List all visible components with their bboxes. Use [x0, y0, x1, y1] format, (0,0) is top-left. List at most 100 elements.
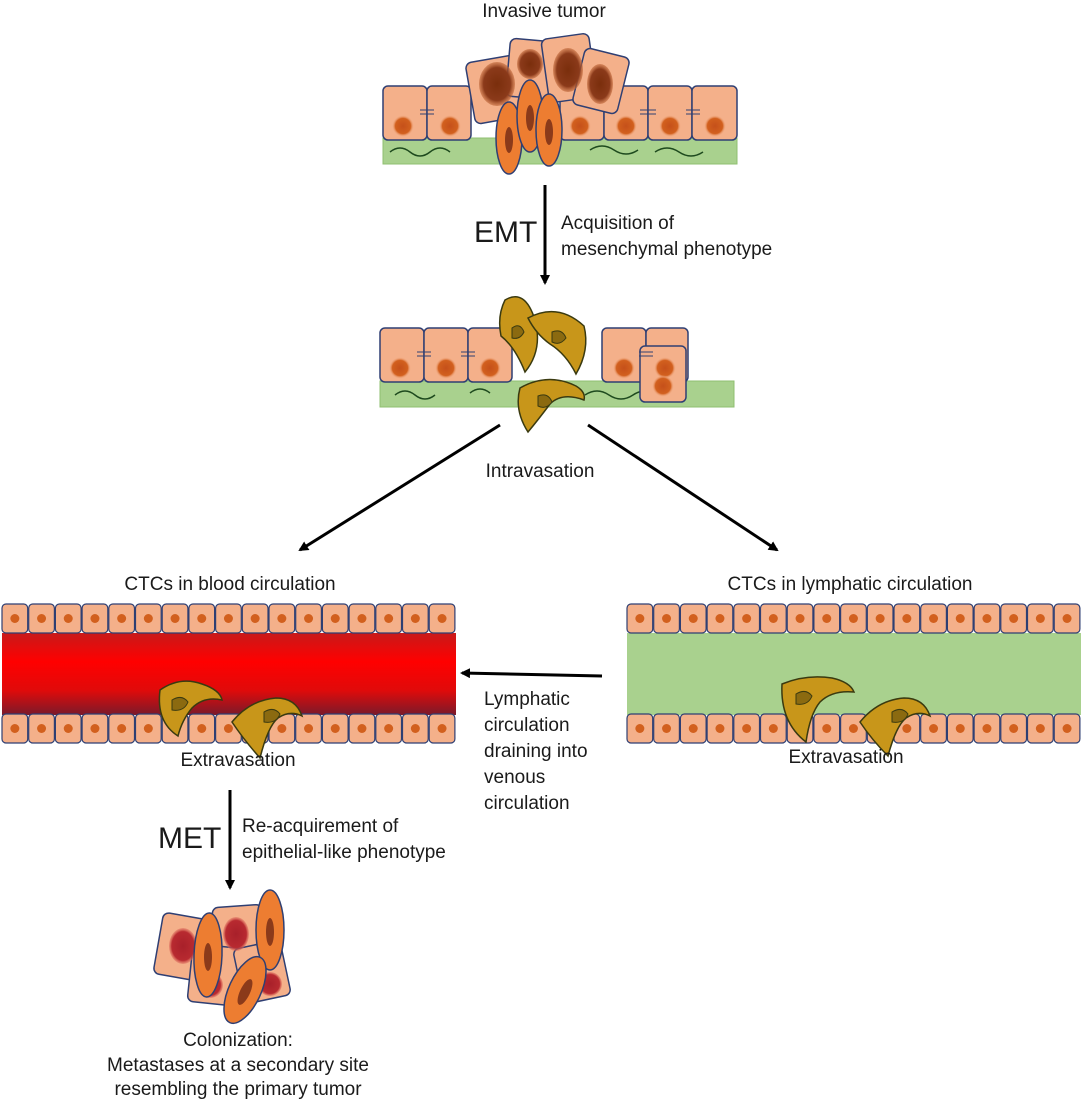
met-description-line2: epithelial-like phenotype — [242, 842, 446, 863]
vessel-wall-nucleus — [1035, 614, 1045, 623]
vessel-wall-nucleus — [170, 614, 180, 623]
vessel-wall-nucleus — [304, 724, 314, 733]
vessel-wall-nucleus — [662, 614, 672, 623]
vessel-wall-nucleus — [982, 614, 992, 623]
vessel-wall-nucleus — [768, 724, 778, 733]
vessel-wall-nucleus — [117, 614, 127, 623]
vessel-wall-nucleus — [982, 724, 992, 733]
tight-junctions — [417, 351, 653, 357]
blood-circulation-title: CTCs in blood circulation — [124, 574, 336, 595]
vessel-wall-nucleus — [250, 614, 260, 623]
vessel-wall-nucleus — [143, 724, 153, 733]
vessel-wall-nucleus — [688, 614, 698, 623]
vessel-wall-nucleus — [955, 614, 965, 623]
spindle-cells — [495, 79, 563, 175]
colonization-line2: Metastases at a secondary site — [107, 1055, 369, 1076]
vessel-wall-nucleus — [635, 614, 645, 623]
epithelial-nuclei — [392, 115, 726, 137]
vessel-wall-nucleus — [955, 724, 965, 733]
blood-vessel-graphic — [1, 603, 456, 760]
vessel-wall-nucleus — [902, 724, 912, 733]
emt-description-line1: Acquisition of — [561, 213, 675, 234]
vessel-wall-nucleus — [330, 614, 340, 623]
vessel-wall-nucleus — [437, 614, 447, 623]
lymph-drain-line1: Lymphatic — [484, 689, 570, 710]
vessel-wall-nucleus — [795, 614, 805, 623]
colonization-spindle-cells — [193, 889, 285, 1025]
vessel-wall-nucleus — [277, 724, 287, 733]
vessel-wall-nucleus — [662, 724, 672, 733]
ctc-nuclei-lymph — [795, 690, 909, 723]
vessel-wall-nucleus — [635, 724, 645, 733]
lymph-drain-arrow — [460, 668, 603, 679]
mesenchymal-nuclei — [511, 325, 567, 408]
vessel-wall-nucleus — [384, 724, 394, 733]
vessel-wall-nucleus — [437, 724, 447, 733]
vessel-wall-nucleus — [929, 614, 939, 623]
vessel-wall-nucleus — [277, 614, 287, 623]
vessel-wall-nucleus — [715, 614, 725, 623]
vessel-wall-nucleus — [1062, 724, 1072, 733]
lymph-drain-line4: venous — [484, 767, 546, 788]
vessel-wall-nucleus — [1062, 614, 1072, 623]
vessel-wall-nucleus — [10, 724, 20, 733]
basement-fibers — [389, 145, 704, 157]
vessel-wall-nucleus — [1009, 724, 1019, 733]
ctc-cells-blood — [158, 680, 304, 760]
vessel-wall-nucleus — [768, 614, 778, 623]
vessel-wall-nucleus — [330, 724, 340, 733]
vessel-wall-nucleus — [822, 614, 832, 623]
epithelial-nuclei — [389, 357, 676, 397]
vessel-wall-nucleus — [37, 724, 47, 733]
extravasation-lymph-label: Extravasation — [788, 747, 904, 768]
vessel-wall-nucleus — [10, 614, 20, 623]
blood-lumen — [2, 633, 456, 715]
vessel-wall-nucleus — [742, 724, 752, 733]
colonization-cluster — [153, 889, 291, 1025]
ctc-nuclei-blood — [171, 696, 281, 723]
vessel-wall-nucleus — [63, 724, 73, 733]
met-label: MET — [158, 822, 222, 855]
vessel-wall-nucleus — [929, 724, 939, 733]
extravasation-blood-label: Extravasation — [180, 750, 296, 771]
lymph-drain-line5: circulation — [484, 793, 570, 814]
vessel-wall-nucleus — [410, 614, 420, 623]
vessel-wall-nucleus — [117, 724, 127, 733]
vessel-wall-nucleus — [742, 614, 752, 623]
vessel-wall-nucleus — [143, 614, 153, 623]
intravasation-label: Intravasation — [485, 461, 595, 482]
invasive-tumor-label: Invasive tumor — [482, 1, 606, 22]
vessel-wall-nucleus — [848, 614, 858, 623]
vessel-wall-bottom — [626, 713, 1081, 744]
vessel-wall-nucleus — [197, 614, 207, 623]
invasive-tumor-graphic — [382, 32, 738, 175]
vessel-wall-nucleus — [197, 724, 207, 733]
lymph-vessel-graphic — [626, 603, 1081, 758]
vessel-wall-nucleus — [304, 614, 314, 623]
lymph-circulation-title: CTCs in lymphatic circulation — [727, 574, 973, 595]
emt-label: EMT — [474, 216, 538, 249]
vessel-wall-nucleus — [37, 614, 47, 623]
vessel-wall-top — [626, 603, 1081, 634]
tight-junctions — [420, 109, 700, 115]
vessel-wall-nucleus — [90, 614, 100, 623]
vessel-wall-nucleus — [90, 724, 100, 733]
lymph-drain-line2: circulation — [484, 715, 570, 736]
colonization-line3: resembling the primary tumor — [114, 1079, 362, 1100]
vessel-wall-nucleus — [822, 724, 832, 733]
vessel-wall-nucleus — [384, 614, 394, 623]
arrow-to-lymph — [587, 423, 779, 552]
lymph-drain-line3: draining into — [484, 741, 588, 762]
vessel-wall-top — [1, 603, 456, 634]
vessel-wall-nucleus — [63, 614, 73, 623]
vessel-wall-nucleus — [1009, 614, 1019, 623]
emt-epithelium-graphic — [379, 296, 735, 434]
vessel-wall-nucleus — [223, 724, 233, 733]
arrow-to-blood — [298, 423, 501, 552]
lymph-lumen — [627, 633, 1081, 715]
vessel-wall-nucleus — [357, 724, 367, 733]
colonization-line1: Colonization: — [183, 1030, 293, 1051]
vessel-wall-nucleus — [1035, 724, 1045, 733]
met-description-line1: Re-acquirement of — [242, 816, 399, 837]
